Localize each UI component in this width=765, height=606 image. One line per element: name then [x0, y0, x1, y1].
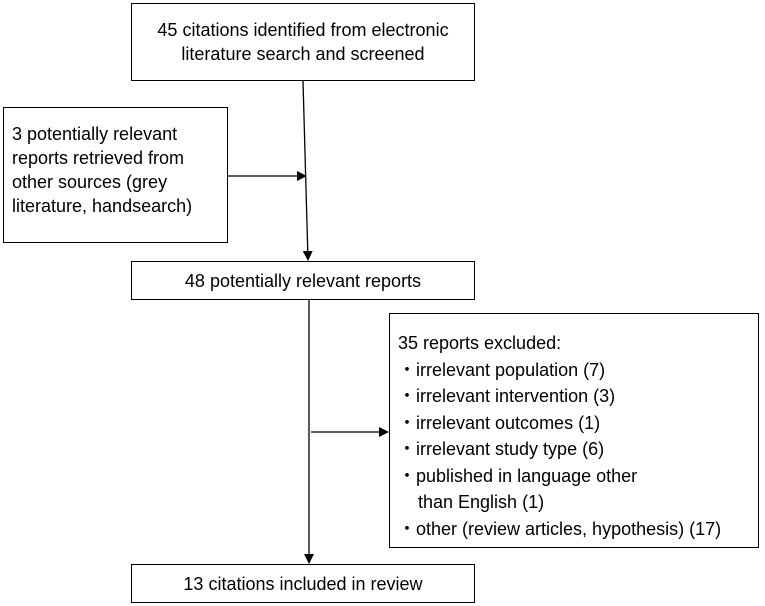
excluded-item-label: than English (1): [418, 492, 545, 512]
relevant-reports-box: 48 potentially relevant reports: [131, 261, 475, 300]
excluded-item: ・ irrelevant intervention (3): [398, 383, 758, 410]
other-sources-line-1: 3 potentially relevant: [12, 124, 178, 144]
excluded-item: ・ other (review articles, hypothesis) (1…: [398, 516, 758, 543]
search-box-line-2: literature search and screened: [181, 44, 425, 64]
bullet-icon: ・: [398, 439, 416, 459]
other-sources-line-2: reports retrieved from: [12, 148, 185, 168]
bullet-icon: ・: [398, 412, 416, 433]
bullet-icon: ・: [398, 465, 416, 486]
excluded-reports-box: 35 reports excluded: ・ irrelevant popula…: [389, 313, 759, 548]
excluded-title: 35 reports excluded:: [398, 333, 562, 353]
included-citations-text: 13 citations included in review: [183, 573, 423, 594]
excluded-item: ・ irrelevant study type (6): [398, 436, 758, 463]
excluded-item: ・ irrelevant outcomes (1): [398, 410, 758, 437]
included-citations-box: 13 citations included in review: [131, 564, 475, 603]
excluded-item-label: irrelevant population (7): [416, 359, 606, 380]
bullet-icon: ・: [398, 386, 416, 406]
other-sources-line-4: literature, handsearch): [12, 196, 193, 216]
arrow-search-to-relevant: [302, 80, 313, 261]
bullet-icon: ・: [398, 359, 416, 380]
excluded-item-label: irrelevant intervention (3): [416, 386, 616, 406]
relevant-reports-text: 48 potentially relevant reports: [184, 270, 422, 291]
excluded-item-label: published in language other: [416, 465, 638, 486]
other-sources-line-3: other sources (grey: [12, 172, 168, 192]
bullet-icon: ・: [398, 518, 416, 539]
excluded-item-label: irrelevant study type (6): [416, 439, 605, 459]
other-sources-box: 3 potentially relevant reports retrieved…: [3, 107, 228, 243]
search-results-box: 45 citations identified from electronic …: [131, 3, 475, 81]
excluded-item: ・ published in language other: [398, 463, 758, 490]
excluded-item-label: other (review articles, hypothesis) (17): [416, 518, 722, 539]
excluded-item: ・ irrelevant population (7): [398, 357, 758, 384]
search-box-line-1: 45 citations identified from electronic: [157, 20, 449, 40]
excluded-item-continuation: than English (1): [398, 489, 758, 516]
excluded-item-label: irrelevant outcomes (1): [416, 412, 601, 433]
